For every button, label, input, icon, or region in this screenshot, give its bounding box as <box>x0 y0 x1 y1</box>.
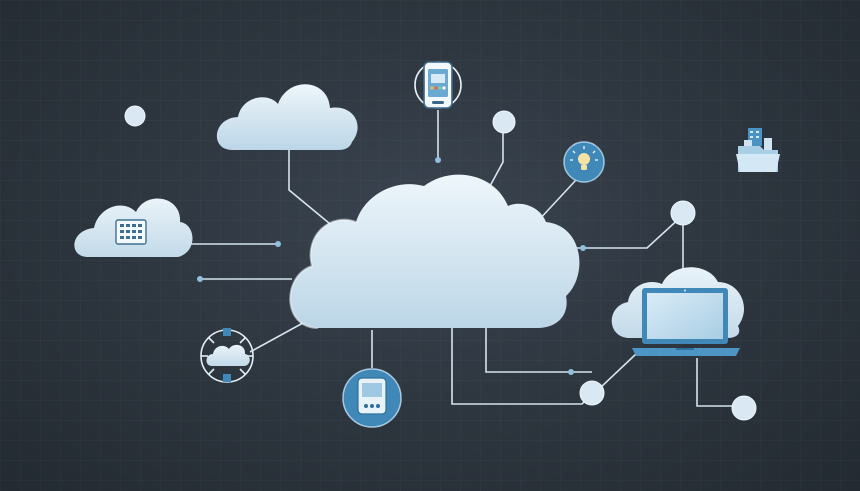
node-right <box>670 200 696 226</box>
central-cloud-icon <box>289 174 580 329</box>
node-top <box>492 110 516 134</box>
smartphone-icon <box>414 61 462 109</box>
right-cloud-with-laptop-icon <box>611 267 745 356</box>
lightbulb-icon <box>563 141 605 183</box>
link-laptop-dot <box>696 358 735 407</box>
link-right-dot <box>570 214 684 249</box>
top-left-cloud-icon <box>216 84 358 150</box>
node-bottom <box>579 380 605 406</box>
node-bottom-right <box>731 395 757 421</box>
link-lightbulb <box>536 179 577 223</box>
link-bottom-2 <box>485 328 592 373</box>
cloud-target-icon <box>200 328 254 383</box>
link-top-left-cloud <box>288 150 336 229</box>
connection-lines <box>188 110 735 407</box>
handheld-device-icon <box>342 368 402 428</box>
node-top-left <box>124 105 146 127</box>
left-cloud-with-tablet-icon <box>74 198 193 257</box>
folder-with-files-icon <box>736 128 780 172</box>
link-bottom-laptop <box>599 353 637 389</box>
link-top-dot <box>489 133 504 187</box>
round-nodes <box>124 105 757 421</box>
link-bottom-1 <box>451 328 593 405</box>
